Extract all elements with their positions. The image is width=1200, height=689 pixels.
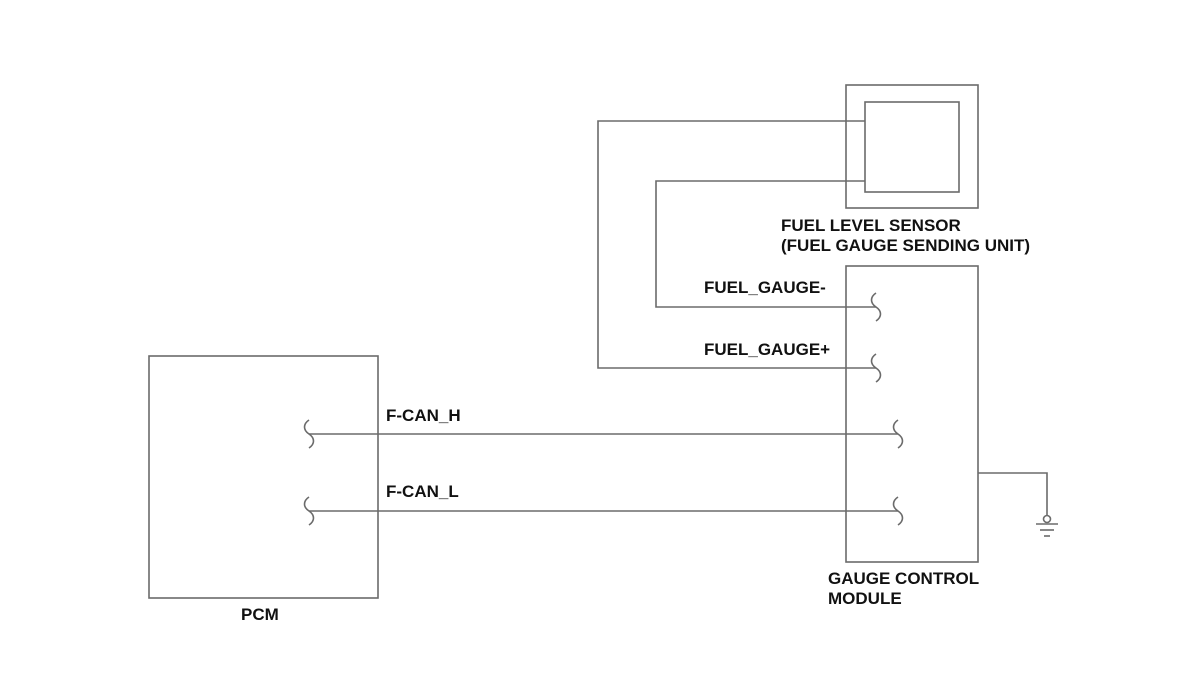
f-can-h-gauge-connector-icon bbox=[892, 419, 904, 449]
gauge-control-module-label-line2: MODULE bbox=[828, 589, 902, 608]
pcm-label: PCM bbox=[241, 605, 279, 624]
f-can-l-label: F-CAN_L bbox=[386, 482, 459, 501]
pcm-box bbox=[148, 355, 379, 599]
fuel-level-sensor-inner-box bbox=[864, 101, 960, 193]
fuel-level-sensor-label: FUEL LEVEL SENSOR (FUEL GAUGE SENDING UN… bbox=[781, 216, 1030, 256]
fuel-level-sensor-label-line1: FUEL LEVEL SENSOR bbox=[781, 216, 961, 235]
f-can-h-pcm-connector-icon bbox=[303, 419, 315, 449]
ground-icon bbox=[1036, 514, 1058, 537]
f-can-l-gauge-connector-icon bbox=[892, 496, 904, 526]
f-can-h-label: F-CAN_H bbox=[386, 406, 461, 425]
fuel-gauge-plus-connector-icon bbox=[870, 353, 882, 383]
gauge-control-module-label: GAUGE CONTROL MODULE bbox=[828, 569, 979, 609]
gauge-control-module-label-line1: GAUGE CONTROL bbox=[828, 569, 980, 588]
f-can-l-pcm-connector-icon bbox=[303, 496, 315, 526]
ground-wire bbox=[978, 472, 1048, 516]
gauge-control-module-box bbox=[845, 265, 979, 563]
fuel-gauge-plus-wire bbox=[597, 120, 876, 369]
fuel-gauge-minus-connector-icon bbox=[870, 292, 882, 322]
fuel-level-sensor-outer-box bbox=[845, 84, 979, 209]
fuel-gauge-plus-label: FUEL_GAUGE+ bbox=[704, 340, 831, 359]
fuel-level-sensor-label-line2: (FUEL GAUGE SENDING UNIT) bbox=[781, 236, 1031, 255]
fuel-gauge-minus-label: FUEL_GAUGE- bbox=[704, 278, 826, 297]
fuel-gauge-minus-wire bbox=[655, 180, 876, 308]
